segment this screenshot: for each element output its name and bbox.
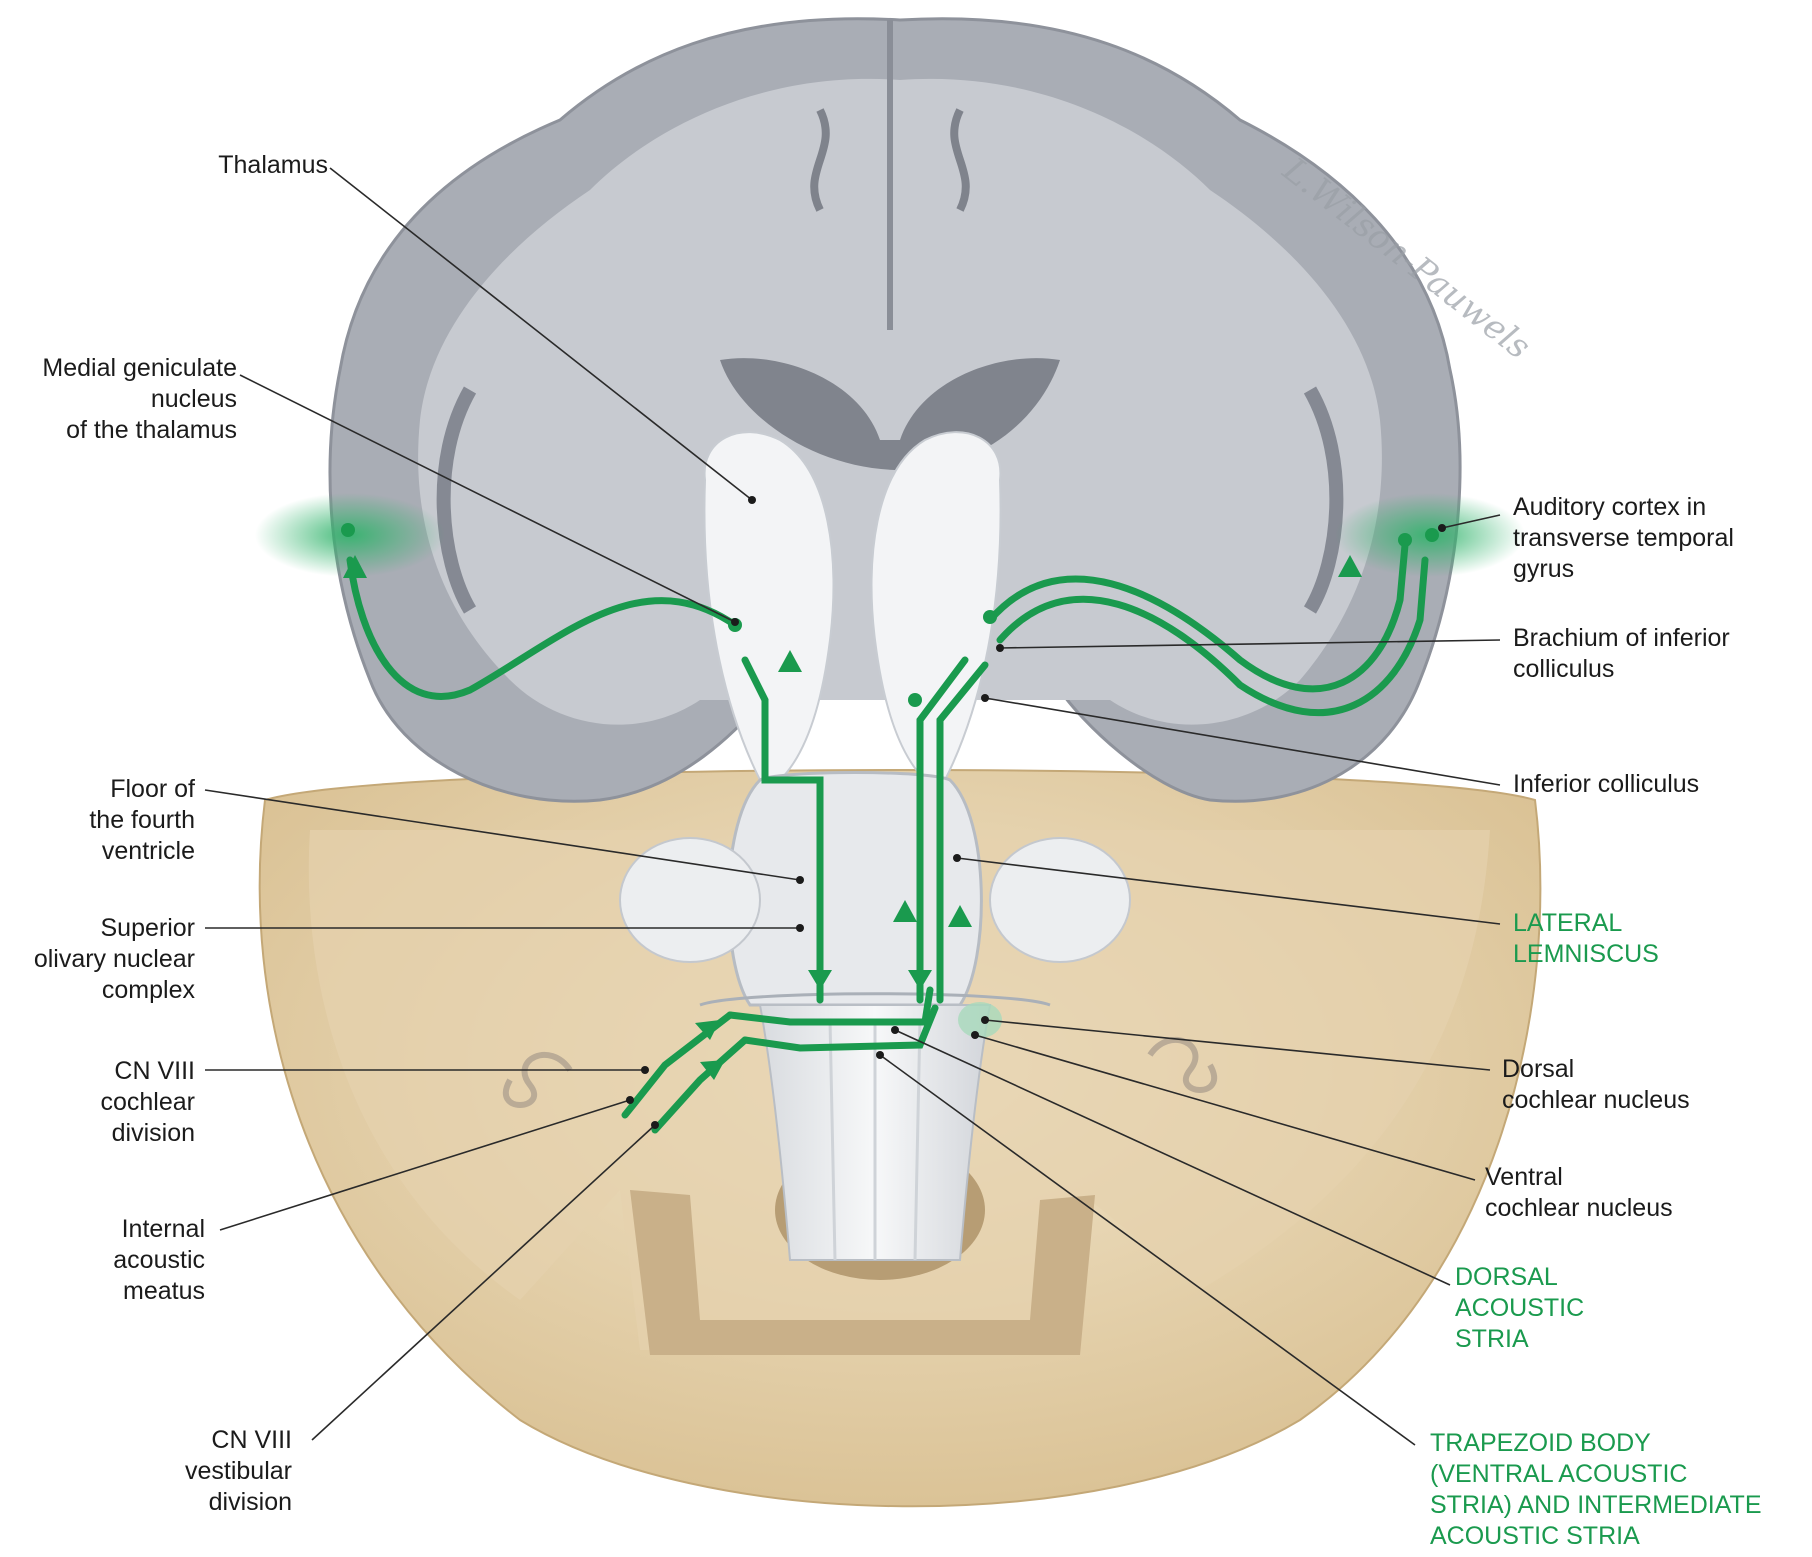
label-trapezoid-body: TRAPEZOID BODY (VENTRAL ACOUSTIC STRIA) … — [1430, 1429, 1762, 1550]
leader-lines — [204, 167, 1501, 1446]
auditory-pathway — [346, 541, 1429, 1134]
label-internal-acoustic-meatus: Internal acoustic meatus — [113, 1215, 205, 1305]
label-medial-geniculate: Medial geniculate nucleus of the thalamu… — [42, 354, 237, 444]
label-cn8-vestibular: CN VIII vestibular division — [185, 1426, 292, 1516]
label-inferior-colliculus: Inferior colliculus — [1513, 770, 1700, 798]
label-cn8-cochlear: CN VIII cochlear division — [100, 1057, 196, 1147]
label-floor-fourth-ventricle: Floor of the fourth ventricle — [89, 775, 195, 865]
label-superior-olivary: Superior olivary nuclear complex — [33, 914, 195, 1004]
pathway-nuclei — [341, 523, 1439, 707]
label-dorsal-cochlear-nucleus: Dorsal cochlear nucleus — [1502, 1055, 1690, 1114]
label-auditory-cortex: Auditory cortex in transverse temporal g… — [1513, 493, 1734, 583]
label-brachium-inferior-colliculus: Brachium of inferior colliculus — [1513, 624, 1730, 683]
label-ventral-cochlear-nucleus: Ventral cochlear nucleus — [1485, 1163, 1673, 1222]
cerebrum-section — [255, 17, 1525, 803]
label-thalamus: Thalamus — [218, 151, 328, 179]
label-dorsal-acoustic-stria: DORSAL ACOUSTIC STRIA — [1455, 1263, 1585, 1353]
leader-dots — [626, 496, 1446, 1129]
pathway-arrows — [343, 555, 1362, 1080]
label-lateral-lemniscus: LATERAL LEMNISCUS — [1513, 909, 1659, 968]
